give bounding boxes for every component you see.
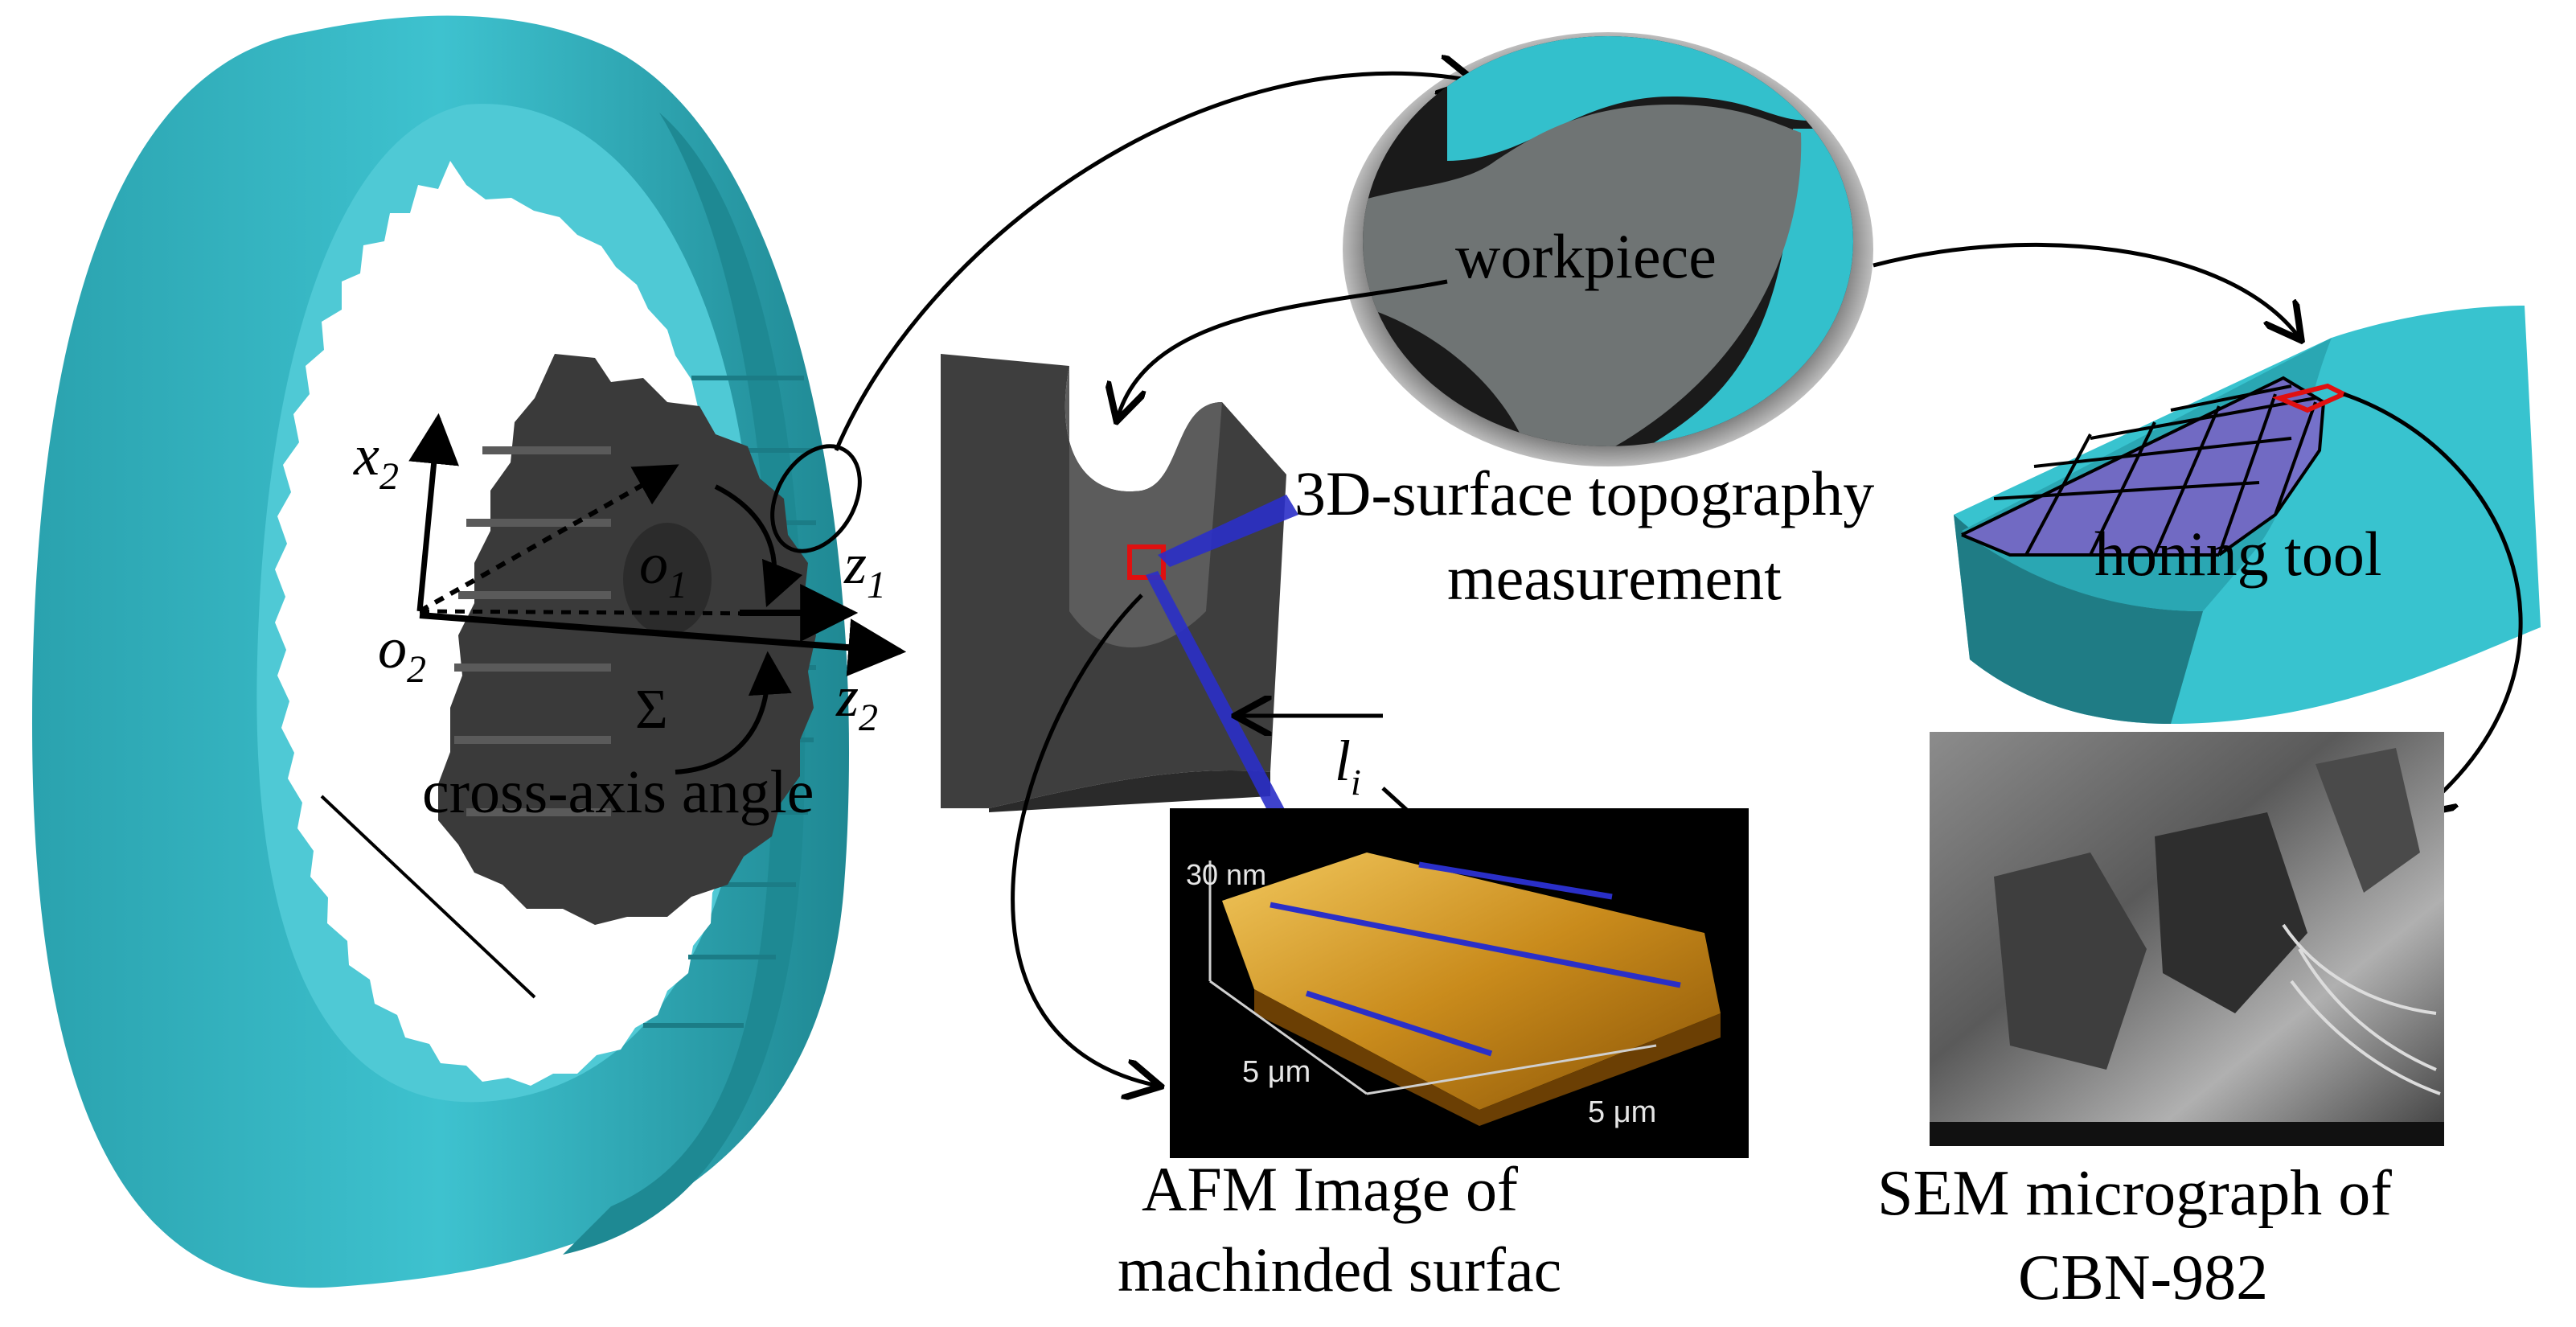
measurement-spot: [1127, 544, 1166, 580]
afm-image: 30 nm 5 μm 5 μm: [1170, 808, 1749, 1158]
afm-axes: [1208, 861, 1657, 1095]
tooth-highlight-ellipse: [770, 444, 862, 553]
afm-y-label: 5 μm: [1242, 1055, 1311, 1089]
sem-crystal-3: [2316, 748, 2420, 893]
sigma-label: Σ: [635, 679, 668, 741]
z2-label: z2: [835, 664, 878, 739]
sem-caption-line1: SEM micrograph of: [1877, 1158, 2392, 1229]
afm-caption-line1: AFM Image of: [1142, 1154, 1518, 1224]
surface-topography-line1: 3D-surface topography: [1294, 458, 1874, 528]
afm-caption-line2: machinded surfac: [1118, 1235, 1561, 1304]
scan-beam-lower: [1146, 571, 1286, 816]
cross-axis-angle-label: cross-axis angle: [422, 758, 814, 826]
sem-crystal-1: [1994, 852, 2147, 1070]
sem-info-bar: [1930, 1122, 2444, 1146]
afm-height-label: 30 nm: [1186, 858, 1266, 891]
afm-x-label: 5 μm: [1588, 1095, 1656, 1129]
li-label: li: [1335, 729, 1361, 803]
z2-axis: [419, 612, 907, 677]
x2-label: x2: [353, 423, 399, 498]
honing-tool: honing tool: [1954, 306, 2541, 724]
afm-surface: [1222, 852, 1721, 1110]
arrow-honing-to-sem: [2343, 392, 2523, 812]
pinion-hub: [623, 523, 712, 635]
tooth-bottom-face: [989, 770, 1270, 812]
pinion-teeth-highlights: [454, 446, 611, 816]
workpiece-zoom: workpiece: [1343, 32, 1873, 466]
honing-grain-mesh: [1961, 376, 2326, 557]
coordinate-axes: x2 o1 o2 z1 z2 Σ cross-axis angle: [353, 413, 907, 826]
afm-scan-lines: [1270, 861, 1681, 1057]
x2-axis: [408, 413, 459, 612]
sigma-arc-top: [714, 484, 803, 608]
sem-fibers: [2282, 923, 2441, 1095]
pinion-body: [438, 354, 816, 925]
ring-leader-line: [320, 795, 536, 999]
arrow-gear-to-workpiece: [834, 73, 1471, 451]
z1-label: z1: [843, 532, 886, 606]
arrow-tooth-to-afm: [1011, 594, 1158, 1086]
arrow-workpiece-to-tooth: [1118, 279, 1448, 418]
afm-surface-front: [1254, 989, 1721, 1126]
pinion-gear: [438, 354, 816, 925]
o2-label: o2: [378, 616, 426, 691]
honing-dark-side: [1954, 515, 2203, 724]
honing-tool-label: honing tool: [2094, 519, 2382, 589]
dashed-axis-z1: [419, 609, 773, 616]
sem-micrograph: [1930, 732, 2444, 1146]
sem-caption-line2: CBN-982: [2018, 1243, 2268, 1313]
dashed-axis-up: [418, 464, 679, 614]
o1-label: o1: [639, 532, 687, 606]
arrow-workpiece-to-honing: [1873, 242, 2299, 338]
workpiece-label: workpiece: [1455, 221, 1717, 291]
tooth-flank: [1064, 366, 1222, 647]
surface-topography-line2: measurement: [1447, 543, 1782, 613]
scan-beam-upper: [1158, 495, 1298, 567]
sem-crystal-2: [2155, 812, 2307, 1013]
sigma-arc-bottom: [675, 651, 792, 774]
tooth-closeup: li: [941, 354, 1473, 870]
workpiece-grey-face: [1363, 105, 1802, 446]
